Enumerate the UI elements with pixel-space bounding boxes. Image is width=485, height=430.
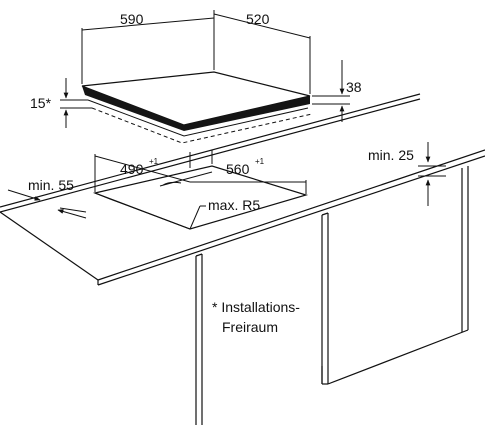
hob-right-edge [184, 96, 310, 131]
cutout-width-tolerance: +1 [255, 157, 265, 166]
cutout-width-label: 560 [226, 161, 250, 177]
hob-base-outline [87, 99, 309, 137]
front-distance-label: min. 55 [28, 177, 74, 193]
cutout-dimension-lines [94, 150, 307, 230]
hob-left-edge [82, 86, 184, 131]
hob [81, 71, 311, 137]
footnote-line1: * Installations- [212, 299, 300, 315]
cabinet [195, 166, 469, 425]
hob-dimension-lines [60, 10, 350, 128]
hidden-cutout-line [91, 107, 313, 144]
cutout-depth-tolerance: +1 [149, 157, 159, 166]
clearance-label: 15* [30, 95, 52, 111]
footnote-line2: Freiraum [222, 319, 278, 335]
hob-depth-label: 520 [246, 11, 270, 27]
cutout-depth-label: 490 [120, 161, 144, 177]
cutout-radius-label: max. R5 [208, 197, 260, 213]
hob-top-surface [81, 71, 311, 126]
wall-distance-dimension [418, 142, 446, 206]
countertop [0, 93, 485, 286]
front-distance-dimension [7, 189, 87, 219]
wall-distance-label: min. 25 [368, 147, 414, 163]
hob-height-label: 38 [346, 79, 362, 95]
hob-width-label: 590 [120, 11, 144, 27]
